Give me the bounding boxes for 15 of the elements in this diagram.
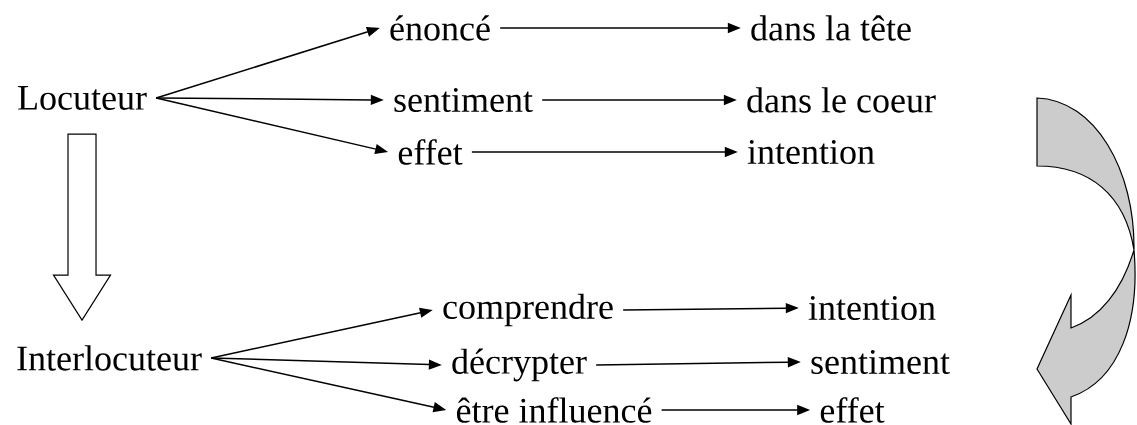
term-label: être influencé: [457, 397, 652, 423]
block-arrow: [52, 133, 112, 322]
term-label: dans la tête: [751, 15, 911, 41]
term-label: énoncé: [390, 15, 490, 41]
term-label: Locuteur: [18, 86, 147, 110]
term-label: intention: [808, 295, 936, 321]
term-label: effet: [398, 139, 463, 165]
term-label: Interlocuteur: [17, 345, 202, 371]
term-label: sentiment: [811, 349, 950, 375]
term-label: comprendre: [443, 293, 613, 327]
term-label: décrypter: [452, 348, 587, 382]
term-label: effet: [820, 397, 885, 423]
term-label: sentiment: [394, 87, 533, 113]
term-label: dans le coeur: [747, 87, 936, 113]
term-label: intention: [747, 139, 875, 165]
